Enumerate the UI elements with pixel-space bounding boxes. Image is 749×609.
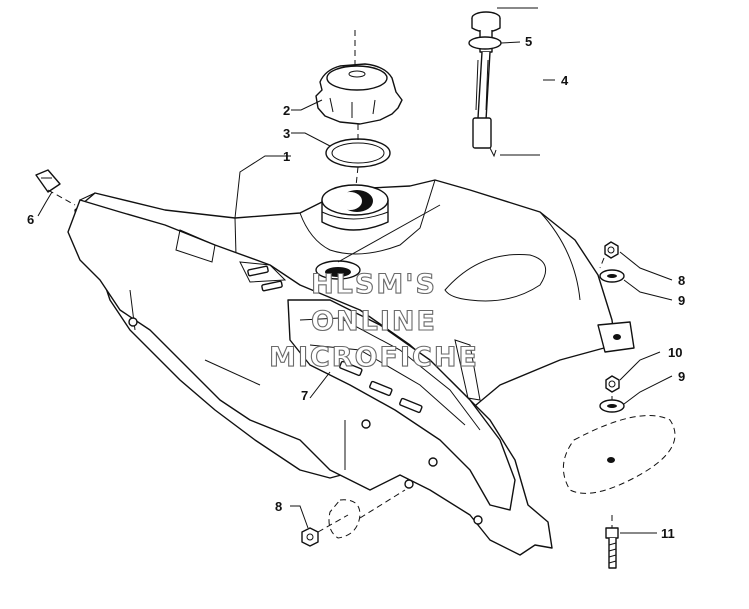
rivet-clip: [35, 169, 61, 193]
tank-mount-tab: [597, 321, 635, 353]
callout-10: 10: [668, 345, 682, 360]
bolt: [605, 527, 619, 569]
callout-7: 7: [301, 388, 308, 403]
leader-lines: [37, 7, 673, 534]
cap-gasket: [325, 138, 391, 168]
washer-upper: [599, 269, 625, 283]
nut-flanged: [605, 375, 620, 393]
fuel-pickup-hole: [315, 260, 361, 280]
sender-grommet: [468, 36, 502, 50]
callout-4: 4: [561, 73, 569, 88]
fuel-cap: [315, 63, 403, 125]
callout-1: 1: [283, 149, 290, 164]
filler-neck: [321, 184, 389, 231]
vent-slots: [247, 265, 423, 414]
callout-numbers: 1 2 3 4 5 6 7 8 9 10 9 8 11: [27, 34, 685, 541]
washer-lower: [599, 399, 625, 413]
assembly-lines: [47, 30, 676, 539]
nut-lower: [301, 527, 319, 547]
callout-3: 3: [283, 126, 290, 141]
callout-8-upper: 8: [678, 273, 685, 288]
watermark: HLSM'S ONLINE MICROFICHE: [269, 268, 479, 373]
callout-6: 6: [27, 212, 34, 227]
callout-2: 2: [283, 103, 290, 118]
callout-5: 5: [525, 34, 532, 49]
callout-9-lower: 9: [678, 369, 685, 384]
fuel-sender: [471, 11, 501, 158]
nut-upper: [604, 241, 619, 259]
callout-8-lower: 8: [275, 499, 282, 514]
callout-9-upper: 9: [678, 293, 685, 308]
frame-studs: [128, 317, 483, 525]
callout-11: 11: [661, 526, 675, 541]
watermark-line-1: HLSM'S: [311, 269, 437, 300]
watermark-line-3: MICROFICHE: [269, 342, 479, 373]
watermark-line-2: ONLINE: [311, 306, 437, 337]
